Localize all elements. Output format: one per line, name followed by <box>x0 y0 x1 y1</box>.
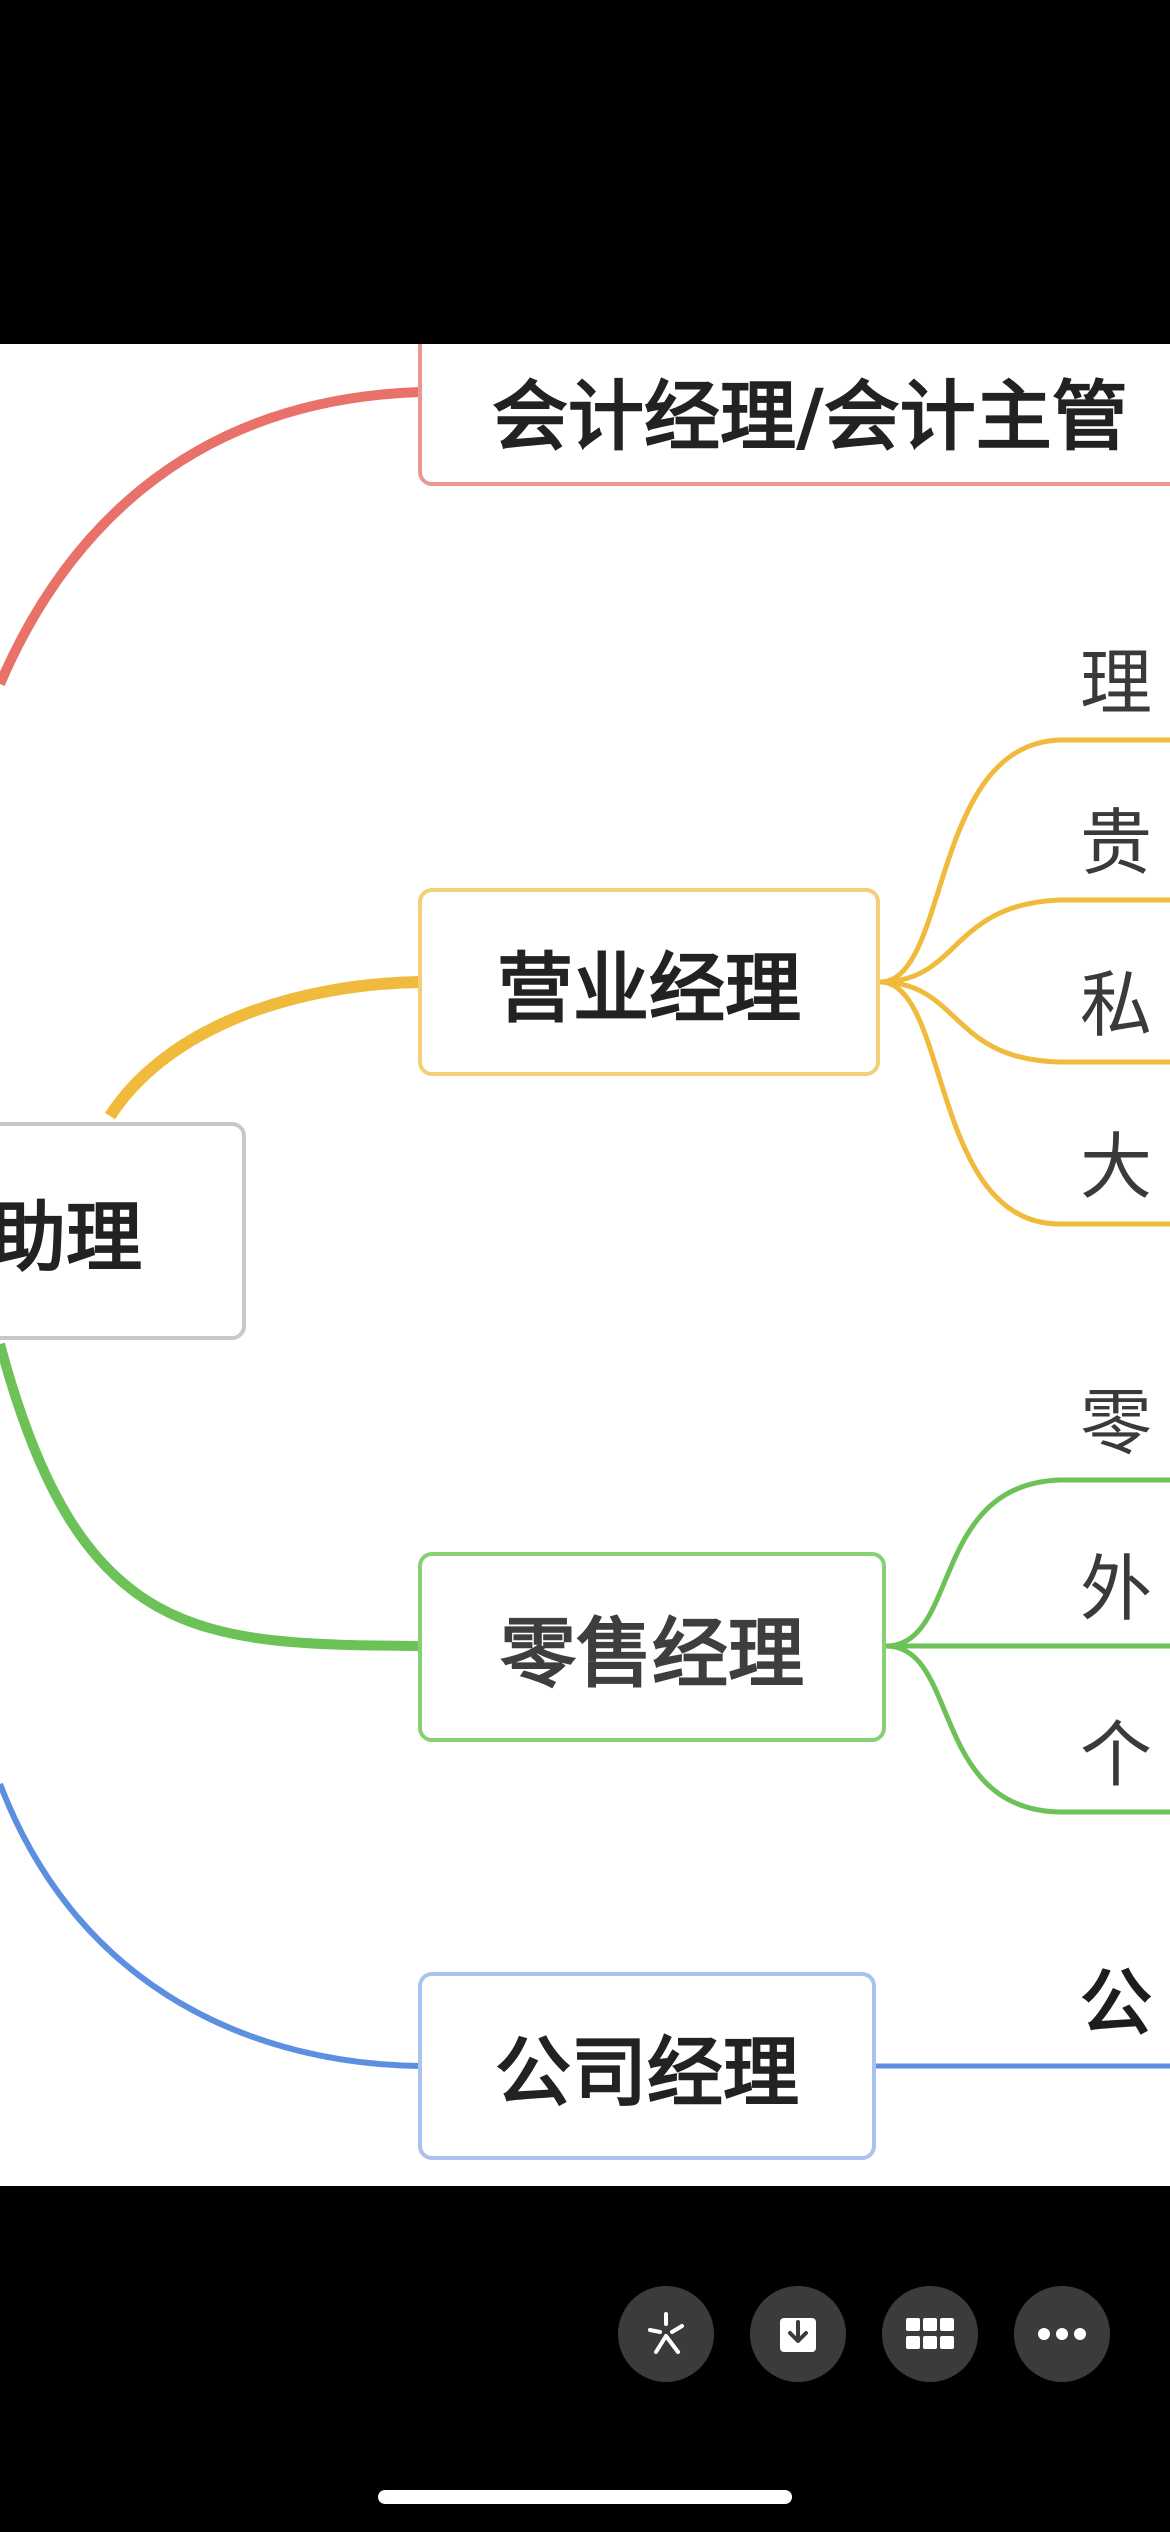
download-icon <box>780 2318 816 2352</box>
corporate-manager-label: 公司经理 <box>495 2028 799 2117</box>
corporate-manager-node: 公司经理 <box>418 1972 876 2160</box>
retail-sub-line-1 <box>885 1477 1170 1649</box>
business-sub-line-1 <box>879 737 1170 985</box>
retail-leaf-2: 外 <box>1080 1547 1153 1631</box>
business-manager-label: 营业经理 <box>497 944 801 1033</box>
retail-sub-line-3 <box>885 1643 1170 1815</box>
mindmap-connector-lines <box>0 387 1170 2069</box>
business-branch-line <box>104 976 421 1120</box>
business-sub-line-3 <box>879 979 1170 1065</box>
retail-manager-label: 零售经理 <box>500 1609 804 1698</box>
live-photo-button[interactable] <box>618 2286 714 2382</box>
more-button[interactable] <box>1014 2286 1110 2382</box>
more-icon <box>1038 2328 1086 2340</box>
business-sub-line-2 <box>879 897 1170 985</box>
accounting-branch-line <box>0 387 421 686</box>
live-photo-icon <box>648 2312 684 2354</box>
corporate-leaf-1: 公 <box>1080 1961 1153 2045</box>
center-node-label: 助理 <box>0 1193 142 1282</box>
mindmap-image[interactable]: 助理 会计经理/会计主管 营业经理 零售经理 公司经理 理 贵 私 大 零 外 … <box>0 344 1170 2186</box>
home-indicator[interactable] <box>378 2490 792 2504</box>
business-leaf-3: 私 <box>1080 963 1153 1047</box>
retail-leaf-1: 零 <box>1080 1381 1153 1465</box>
business-leaf-1: 理 <box>1080 641 1153 725</box>
download-button[interactable] <box>750 2286 846 2382</box>
business-sub-line-4 <box>879 979 1170 1227</box>
business-leaf-2: 贵 <box>1080 801 1153 885</box>
corporate-branch-line <box>0 1782 421 2069</box>
accounting-manager-node: 会计经理/会计主管 <box>418 344 1170 486</box>
retail-manager-node: 零售经理 <box>418 1552 886 1742</box>
accounting-manager-label: 会计经理/会计主管 <box>492 372 1128 461</box>
retail-branch-line <box>0 1342 421 1651</box>
grid-icon <box>906 2318 954 2349</box>
grid-button[interactable] <box>882 2286 978 2382</box>
business-manager-node: 营业经理 <box>418 888 880 1076</box>
retail-leaf-3: 个 <box>1080 1713 1153 1797</box>
center-node: 助理 <box>0 1122 246 1340</box>
business-leaf-4: 大 <box>1080 1125 1153 1209</box>
